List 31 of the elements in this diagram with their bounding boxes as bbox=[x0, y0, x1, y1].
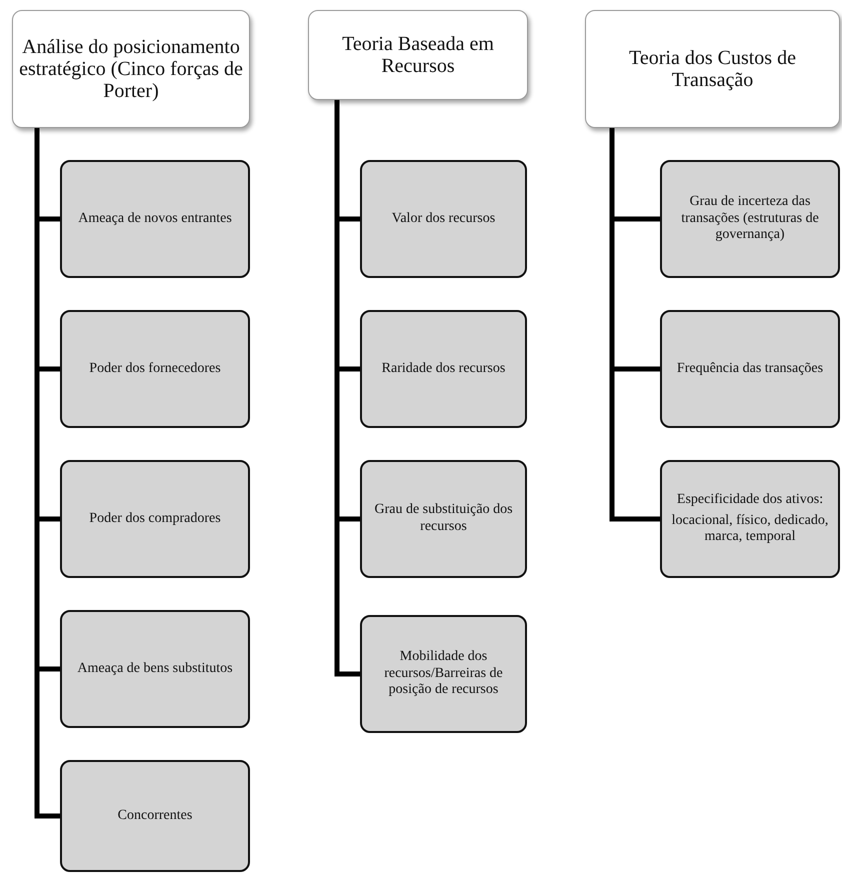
box-text: Valor dos recursos bbox=[392, 210, 496, 228]
box-text: Grau de substituição dos recursos bbox=[373, 502, 514, 536]
box-text: locacional, físico, dedicado, marca, temporal bbox=[670, 512, 830, 546]
factor-box bbox=[60, 310, 250, 428]
box-text: Poder dos fornecedores bbox=[89, 360, 221, 378]
box-text: Grau de incerteza das transações (estruturas de governança) bbox=[680, 194, 820, 244]
factor-box bbox=[60, 760, 250, 872]
box-text: Análise do posicionamento estratégico (Cinco forças de Porter) bbox=[19, 36, 243, 102]
box-text: Especificidade dos ativos: bbox=[676, 492, 824, 509]
box-text: Teoria Baseada em Recursos bbox=[341, 33, 495, 77]
factor-box bbox=[660, 160, 840, 278]
box-text: Ameaça de novos entrantes bbox=[78, 210, 232, 228]
factor-box bbox=[360, 310, 527, 428]
theory-header-box bbox=[308, 10, 528, 100]
theory-header-box bbox=[585, 10, 840, 128]
factor-box bbox=[60, 460, 250, 578]
box-text: Ameaça de bens substitutos bbox=[77, 660, 233, 678]
box-text: Frequência das transações bbox=[676, 360, 824, 378]
factor-box bbox=[660, 310, 840, 428]
box-text: Concorrentes bbox=[118, 808, 192, 824]
factor-box bbox=[660, 460, 840, 578]
box-text: Teoria dos Custos de Transação bbox=[628, 47, 797, 91]
factor-box bbox=[60, 160, 250, 278]
factor-box bbox=[60, 610, 250, 728]
box-text: Raridade dos recursos bbox=[382, 360, 506, 378]
factor-box bbox=[360, 460, 527, 578]
factor-box bbox=[360, 160, 527, 278]
box-text: Mobilidade dos recursos/Barreiras de posição de recursos bbox=[383, 648, 504, 700]
factor-box bbox=[360, 615, 527, 733]
box-text: Poder dos compradores bbox=[89, 510, 221, 528]
theory-header-box bbox=[12, 10, 250, 128]
